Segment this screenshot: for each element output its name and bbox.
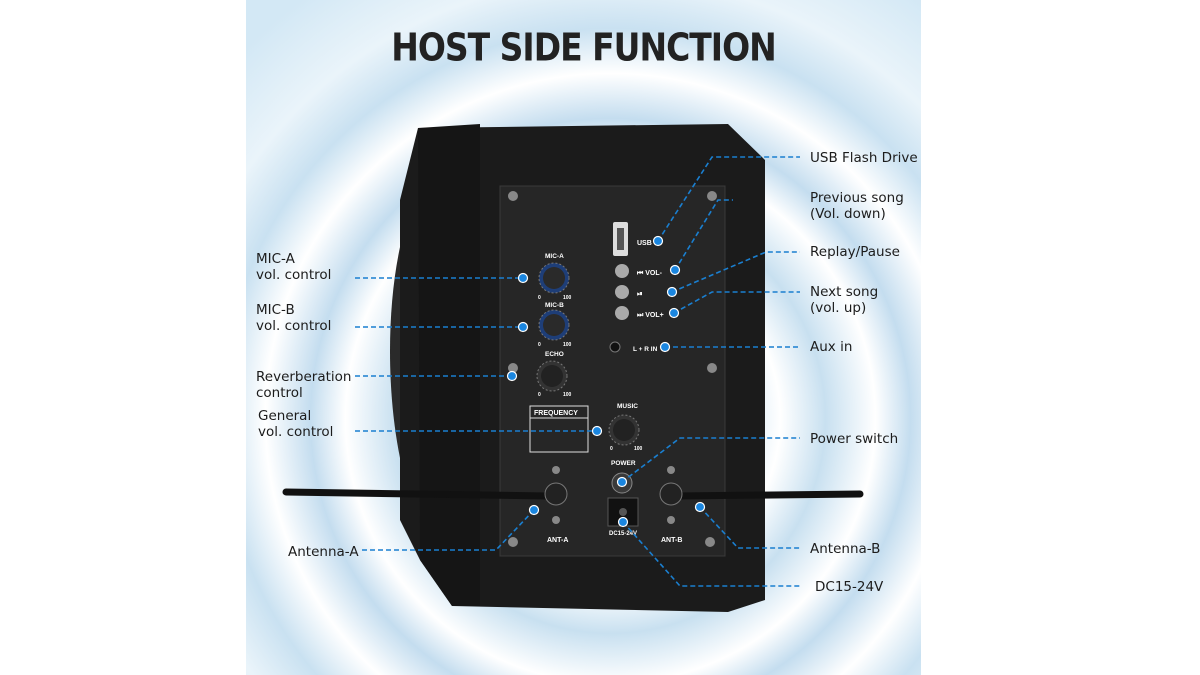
leader-next [673,291,800,314]
panel-music-text: MUSIC [617,403,638,410]
panel-frequency-text: FREQUENCY [534,410,578,417]
ant-b-connector-icon [659,482,683,506]
screw-icon [508,363,518,373]
screw-icon [508,191,518,201]
screw-icon [667,466,675,474]
label-dc15-24v: DC15-24V [815,579,884,595]
label-antenna-b: Antenna-B [810,541,881,557]
leader-dots [506,235,706,528]
leader-ant-b [699,506,800,549]
panel-knob-min: 0 [610,446,613,452]
panel-play-pause-text: ⏯ [637,291,643,298]
cabinet-side [418,124,480,606]
screw-icon [707,191,717,201]
panel-vol-minus-text: ⏮ VOL- [637,270,663,277]
leader-replay [671,251,800,293]
aux-jack-icon [609,341,621,353]
leader-power [621,437,800,483]
leader-lines [355,156,800,587]
screw-icon [705,537,715,547]
panel-knob-min: 0 [538,295,541,301]
screw-icon [667,516,675,524]
screw-icon [707,363,717,373]
label-replay-pause: Replay/Pause [810,244,900,260]
panel-knob-max: 100 [563,295,572,301]
label-power-switch: Power switch [810,431,899,447]
page-title: HOST SIDE FUNCTION [391,25,777,70]
label-antenna-a: Antenna-A [288,544,359,560]
panel-lr-in-text: L + R IN [633,346,658,353]
antenna-a-rod [282,488,552,500]
panel-dc-text: DC15-24V [609,531,637,537]
panel-mic-b-text: MIC-B [545,302,564,309]
label-previous-song: Previous song(Vol. down) [810,190,904,222]
leader-ant-a [362,509,535,551]
panel-echo-text: ECHO [545,351,564,358]
frequency-box [529,405,589,453]
ant-a-connector-icon [544,482,568,506]
screw-icon [552,466,560,474]
screw-icon [552,516,560,524]
leader-usb [657,156,800,242]
antenna-b-rod [672,490,864,500]
panel-knob-min: 0 [538,392,541,398]
panel-knob-min: 0 [538,342,541,348]
prev-button-icon [615,264,629,278]
next-button-icon [615,306,629,320]
panel-knob-max: 100 [563,392,572,398]
leader-dc [622,521,800,587]
panel-mic-a-text: MIC-A [545,253,564,260]
panel-knob-max: 100 [634,446,643,452]
label-next-song: Next song(vol. up) [810,284,879,316]
screw-icon [508,537,518,547]
panel-ant-a-text: ANT-A [547,537,568,544]
play-pause-button-icon [615,285,629,299]
panel-usb-text: USB [637,240,652,247]
panel-power-text: POWER [611,460,636,467]
label-aux-in: Aux in [810,339,853,355]
panel-vol-plus-text: ⏭ VOL+ [637,312,664,319]
label-usb-flash-drive: USB Flash Drive [810,150,918,166]
panel-knob-max: 100 [563,342,572,348]
leader-prev [674,199,733,271]
panel-ant-b-text: ANT-B [661,537,682,544]
